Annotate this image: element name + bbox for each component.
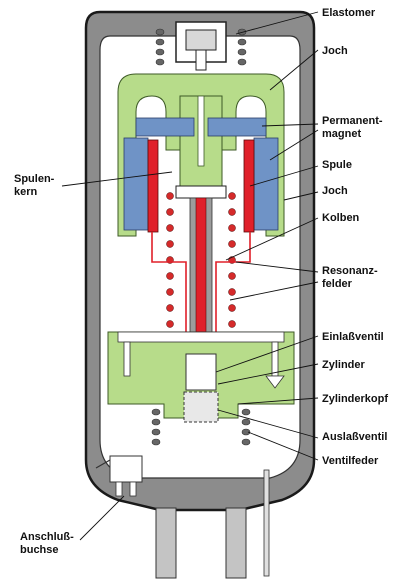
- upper-springs: [155, 28, 247, 66]
- core-shaft: [197, 95, 205, 167]
- guide-left: [151, 232, 187, 360]
- label-resonanz-1: Resonanz-: [322, 265, 378, 277]
- label-zylinderkopf: Zylinderkopf: [322, 393, 388, 405]
- label-joch-mid: Joch: [322, 185, 348, 197]
- chassis-top-plate: [117, 331, 285, 343]
- label-ventilfeder: Ventilfeder: [322, 455, 379, 467]
- post-left: [123, 341, 131, 377]
- post-right: [271, 341, 279, 377]
- label-elastomer: Elastomer: [322, 7, 376, 19]
- coil-right: [243, 139, 255, 233]
- label-einlassventil: Einlaßventil: [322, 331, 384, 343]
- label-permanentmagnet-1: Permanent-: [322, 115, 383, 127]
- label-permanentmagnet-2: magnet: [322, 128, 361, 140]
- post-right-head: [265, 375, 285, 389]
- label-joch-top: Joch: [322, 45, 348, 57]
- label-spulenkern-1: Spulen-: [14, 173, 55, 185]
- coil-left: [147, 139, 159, 233]
- label-zylinder: Zylinder: [322, 359, 366, 371]
- resonance-springs: [166, 192, 236, 344]
- label-resonanz-2: felder: [322, 278, 353, 290]
- label-spulenkern-2: kern: [14, 186, 38, 198]
- pipe-left: [155, 507, 177, 579]
- magnet-top-left: [135, 117, 195, 137]
- cylinder: [185, 353, 217, 391]
- lower-springs: [151, 408, 251, 446]
- connector-socket: [95, 455, 143, 497]
- label-auslassventil: Auslaßventil: [322, 431, 387, 443]
- elastomer-mount: [175, 21, 227, 71]
- label-anschluss-1: Anschluß-: [20, 531, 74, 543]
- guide-right: [215, 232, 251, 360]
- pipe-thin: [263, 469, 270, 577]
- cylinder-head: [183, 391, 219, 423]
- label-anschluss-2: buchse: [20, 544, 59, 556]
- pipe-right: [225, 507, 247, 579]
- label-kolben: Kolben: [322, 212, 360, 224]
- leader-lines: [61, 11, 319, 541]
- magnet-left: [123, 137, 149, 231]
- magnet-top-right: [207, 117, 267, 137]
- label-spule: Spule: [322, 159, 352, 171]
